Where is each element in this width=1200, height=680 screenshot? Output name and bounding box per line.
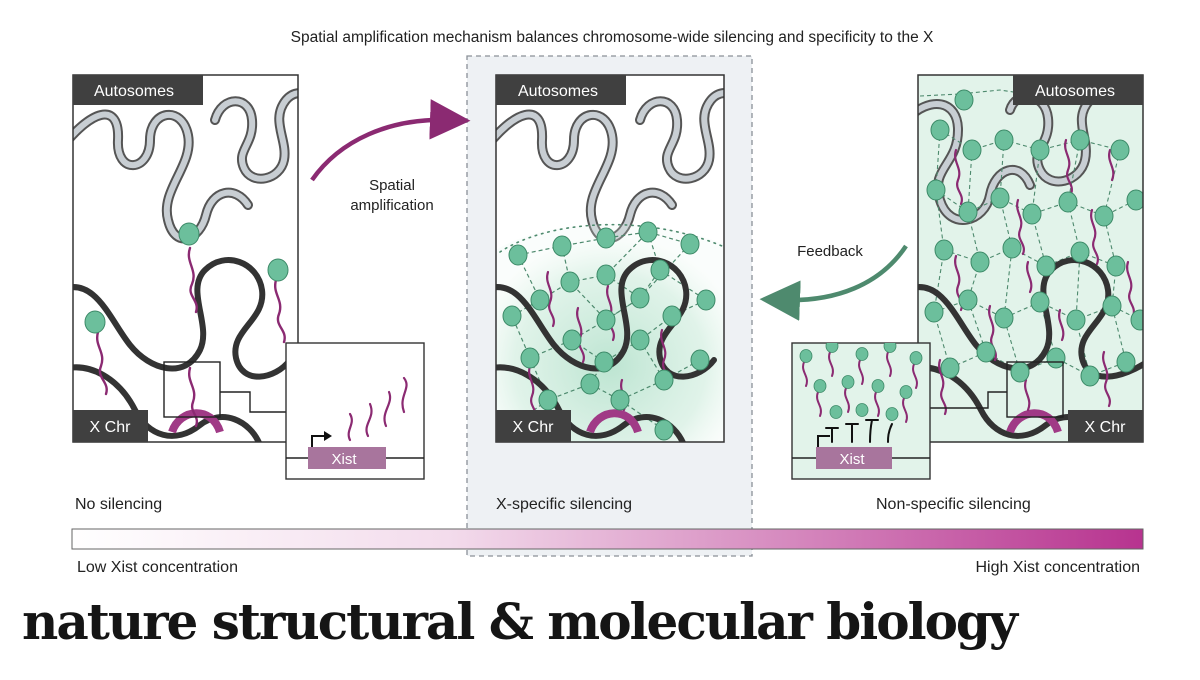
panel-left: Autosomes X Chr	[72, 74, 299, 443]
xist-protein-middle	[502, 221, 716, 441]
xchr-tag-right-label: X Chr	[1085, 419, 1127, 436]
xist-protein-left	[84, 222, 289, 334]
autosomes-tag-middle-label: Autosomes	[518, 83, 598, 100]
zoom-connector-left	[220, 391, 286, 413]
state-label-right: Non-specific silencing	[876, 496, 1031, 513]
inset-left: Xist	[285, 342, 425, 480]
inset-right: Xist	[791, 342, 931, 480]
spatial-amplification-arrow	[310, 99, 471, 182]
autosomes-tag-right-label: Autosomes	[1035, 83, 1115, 100]
xchr-tag-left	[73, 410, 148, 442]
xchr-tag-right	[1068, 410, 1143, 442]
journal-name: nature structural & molecular biology	[22, 592, 1018, 651]
xist-locus-middle	[586, 409, 642, 434]
autosomes-tag-left-label: Autosomes	[94, 83, 174, 100]
xist-rna-right	[938, 138, 1135, 416]
xist-gene-right	[816, 447, 892, 469]
xchr-tag-middle-label: X Chr	[513, 419, 555, 436]
xist-locus-left	[168, 409, 224, 434]
x-chromosome-middle	[496, 257, 717, 442]
panel-middle: Autosomes X Chr	[495, 74, 725, 443]
xist-gene-right-label: Xist	[839, 451, 865, 468]
autosome-chromatin-middle	[496, 88, 724, 244]
state-label-middle: X-specific silencing	[496, 496, 632, 513]
zoom-box-right	[1006, 361, 1064, 418]
xist-compartment-cloud	[496, 224, 724, 442]
zoom-box-left	[163, 361, 221, 418]
gradient-low-label: Low Xist concentration	[77, 559, 238, 576]
zoom-connector-right	[930, 391, 1007, 409]
autosomes-tag-middle	[496, 75, 626, 105]
gradient-high-label: High Xist concentration	[975, 559, 1140, 576]
state-label-left: No silencing	[75, 496, 162, 513]
autosome-chromatin-left	[73, 88, 298, 244]
xist-concentration-gradient	[71, 528, 1144, 550]
xchr-tag-left-label: X Chr	[90, 419, 132, 436]
feedback-label: Feedback	[797, 243, 863, 260]
promoter-arrow-left	[311, 435, 328, 447]
xchr-tag-middle	[496, 410, 571, 442]
spatial-amplification-label-2: amplification	[350, 197, 433, 214]
autosomes-tag-left	[73, 75, 203, 105]
spatial-amplification-label-1: Spatial	[369, 177, 415, 194]
xist-locus-right	[1006, 409, 1062, 434]
figure-title: Spatial amplification mechanism balances…	[291, 29, 934, 46]
autosomes-tag-right	[1013, 75, 1143, 105]
promoter-arrow-right	[817, 435, 830, 447]
feedback-arrow	[759, 244, 908, 321]
xist-gene-left	[308, 447, 386, 469]
panel-right: Autosomes X Chr	[917, 74, 1144, 443]
xist-rna-left	[95, 246, 286, 428]
xist-protein-right	[924, 89, 1143, 387]
xist-gene-left-label: Xist	[331, 451, 357, 468]
